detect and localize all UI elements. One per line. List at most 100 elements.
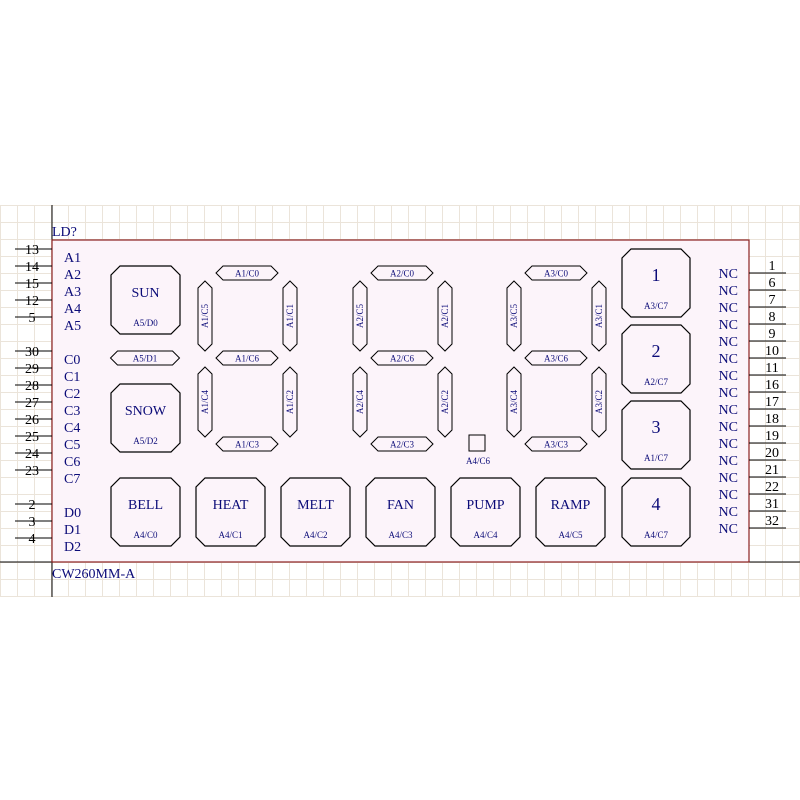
segment-f[interactable] (506, 280, 522, 352)
pin-number: 24 (25, 447, 39, 462)
snow-box-code: A5/D2 (133, 436, 158, 446)
pin-name: C3 (64, 404, 80, 419)
segment-c[interactable] (282, 366, 298, 438)
segment-a[interactable] (370, 265, 434, 281)
number-box-4[interactable]: 4A4/C7 (621, 477, 691, 547)
pin-name: NC (719, 488, 738, 503)
segment-f-label: A2/C5 (355, 304, 365, 329)
segment-b[interactable] (282, 280, 298, 352)
pin-name: A3 (64, 285, 81, 300)
pin-name: D0 (64, 506, 81, 521)
pin-number: 3 (29, 515, 36, 530)
segment-e-label: A1/C4 (200, 390, 210, 415)
left-pin-group: 13A114A215A312A45A530C029C128C227C326C42… (15, 243, 81, 555)
segment-g[interactable] (524, 350, 588, 366)
heat-box[interactable]: HEAT A4/C1 (195, 477, 266, 547)
melt-box[interactable]: MELT A4/C2 (280, 477, 351, 547)
segment-b[interactable] (591, 280, 607, 352)
segment-e[interactable] (197, 366, 213, 438)
pin-number: 31 (765, 497, 779, 512)
number-box-3[interactable]: 3A1/C7 (621, 400, 691, 470)
bar-segment[interactable] (109, 350, 181, 366)
segment-e[interactable] (506, 366, 522, 438)
pin-name: NC (719, 454, 738, 469)
pin-name: A4 (64, 302, 81, 317)
melt-box-code: A4/C2 (303, 530, 327, 540)
number-box-2-title: 2 (652, 341, 661, 361)
number-box-2[interactable]: 2A2/C7 (621, 324, 691, 394)
bell-box-title: BELL (128, 498, 163, 513)
pin-name: C0 (64, 353, 80, 368)
bell-box[interactable]: BELL A4/C0 (110, 477, 181, 547)
pump-box-code: A4/C4 (473, 530, 498, 540)
segment-a[interactable] (215, 265, 279, 281)
segment-e-label: A3/C4 (509, 390, 519, 415)
segment-dot-label: A4/C6 (466, 456, 491, 466)
number-box-3-title: 3 (652, 417, 661, 437)
pin-number: 32 (765, 514, 779, 529)
pin-name: A2 (64, 268, 81, 283)
ramp-box-title: RAMP (551, 498, 591, 513)
segment-d[interactable] (524, 436, 588, 452)
segment-f[interactable] (352, 280, 368, 352)
sun-box-outline (110, 265, 181, 335)
heat-box-code: A4/C1 (218, 530, 242, 540)
segment-a[interactable] (524, 265, 588, 281)
bell-box-outline (110, 477, 181, 547)
segment-a-label: A2/C0 (390, 269, 415, 279)
pin-name: D2 (64, 540, 81, 555)
segment-d-label: A3/C3 (544, 440, 569, 450)
pin-name: NC (719, 471, 738, 486)
segment-c[interactable] (591, 366, 607, 438)
pin-name: C2 (64, 387, 80, 402)
pin-number: 2 (29, 498, 36, 513)
pin-name: NC (719, 301, 738, 316)
pin-number: 28 (25, 379, 39, 394)
melt-box-title: MELT (297, 498, 334, 513)
pin-number: 5 (29, 311, 36, 326)
number-box-2-code: A2/C7 (644, 377, 669, 387)
number-box-3-code: A1/C7 (644, 453, 669, 463)
segment-g[interactable] (215, 350, 279, 366)
segment-d[interactable] (370, 436, 434, 452)
bar-segment-label: A5/D1 (133, 354, 158, 364)
fan-box-outline (365, 477, 436, 547)
segment-b-label: A1/C1 (285, 304, 295, 328)
segment-e[interactable] (352, 366, 368, 438)
segment-dot[interactable] (468, 434, 486, 452)
pin-number: 10 (765, 344, 779, 359)
number-box-4-outline (621, 477, 691, 547)
pin-number: 7 (769, 293, 776, 308)
pin-name: C1 (64, 370, 80, 385)
segment-f[interactable] (197, 280, 213, 352)
component-designator[interactable]: LD? (52, 225, 77, 240)
pin-name: C7 (64, 472, 80, 487)
segment-d[interactable] (215, 436, 279, 452)
pin-number: 19 (765, 429, 779, 444)
pin-name: A5 (64, 319, 81, 334)
pin-number: 17 (765, 395, 779, 410)
pin-name: NC (719, 352, 738, 367)
number-box-2-outline (621, 324, 691, 394)
pin-number: 16 (765, 378, 779, 393)
fan-box-code: A4/C3 (388, 530, 413, 540)
pin-number: 21 (765, 463, 779, 478)
segment-c-label: A1/C2 (285, 390, 295, 414)
segment-b[interactable] (437, 280, 453, 352)
segment-c[interactable] (437, 366, 453, 438)
heat-box-title: HEAT (213, 498, 249, 513)
pin-number: 22 (765, 480, 779, 495)
number-box-1[interactable]: 1A3/C7 (621, 248, 691, 318)
pin-number: 18 (765, 412, 779, 427)
pin-number: 15 (25, 277, 39, 292)
pin-name: C5 (64, 438, 80, 453)
bell-box-code: A4/C0 (133, 530, 158, 540)
segment-b-label: A2/C1 (440, 304, 450, 328)
component-part-number[interactable]: CW260MM-A (52, 567, 136, 582)
segment-g[interactable] (370, 350, 434, 366)
